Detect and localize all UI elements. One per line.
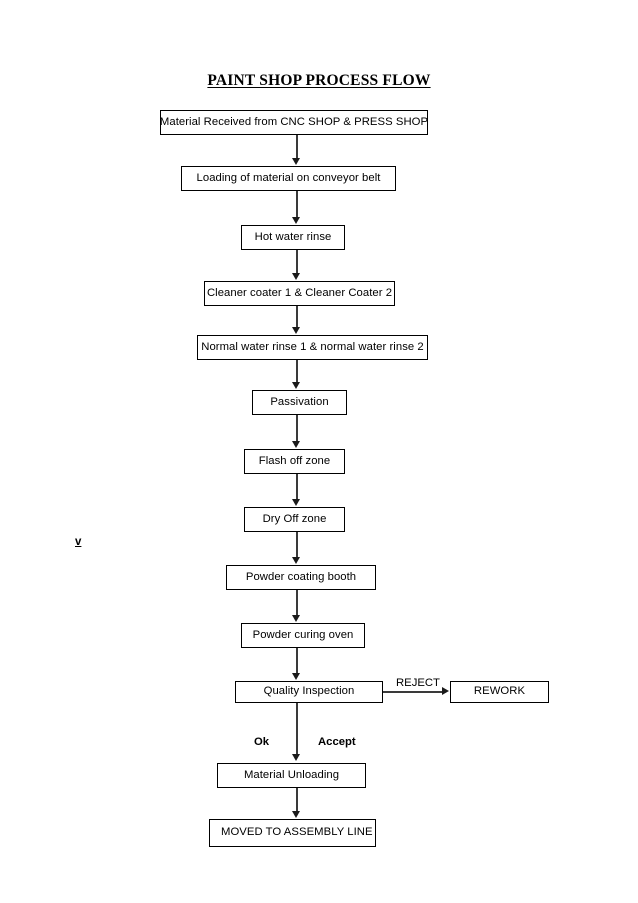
connector-11 [296,703,298,755]
arrow-2 [292,217,300,224]
connector-3 [296,250,298,274]
node-powder-coating-booth[interactable]: Powder coating booth [226,565,376,590]
page-title: PAINT SHOP PROCESS FLOW [0,72,638,90]
arrow-8 [292,557,300,564]
node-passivation[interactable]: Passivation [252,390,347,415]
page-title-text: PAINT SHOP PROCESS FLOW [207,72,431,89]
node-material-unloading[interactable]: Material Unloading [217,763,366,788]
arrow-12 [292,811,300,818]
edge-label-reject: REJECT [396,677,440,689]
arrow-3 [292,273,300,280]
node-quality-inspection[interactable]: Quality Inspection [235,681,383,703]
node-dry-off-zone[interactable]: Dry Off zone [244,507,345,532]
node-normal-water-rinse[interactable]: Normal water rinse 1 & normal water rins… [197,335,428,360]
arrow-9 [292,615,300,622]
arrow-reject [442,687,449,695]
arrow-7 [292,499,300,506]
arrow-11 [292,754,300,761]
connector-7 [296,474,298,500]
stray-mark: v [75,536,82,548]
arrow-4 [292,327,300,334]
connector-reject [383,691,443,693]
connector-12 [296,788,298,812]
arrow-1 [292,158,300,165]
edge-label-accept: Accept [318,736,356,748]
node-cleaner-coater[interactable]: Cleaner coater 1 & Cleaner Coater 2 [204,281,395,306]
arrow-6 [292,441,300,448]
node-moved-to-assembly[interactable]: MOVED TO ASSEMBLY LINE [209,819,376,847]
connector-2 [296,191,298,218]
arrow-5 [292,382,300,389]
node-loading-conveyor[interactable]: Loading of material on conveyor belt [181,166,396,191]
node-hot-water-rinse[interactable]: Hot water rinse [241,225,345,250]
connector-8 [296,532,298,558]
edge-label-ok: Ok [254,736,270,748]
connector-1 [296,135,298,159]
node-rework[interactable]: REWORK [450,681,549,703]
connector-6 [296,415,298,442]
arrow-10 [292,673,300,680]
node-flash-off-zone[interactable]: Flash off zone [244,449,345,474]
node-powder-curing-oven[interactable]: Powder curing oven [241,623,365,648]
connector-5 [296,360,298,383]
connector-10 [296,648,298,674]
connector-4 [296,306,298,328]
connector-9 [296,590,298,616]
node-material-received[interactable]: Material Received from CNC SHOP & PRESS … [160,110,428,135]
